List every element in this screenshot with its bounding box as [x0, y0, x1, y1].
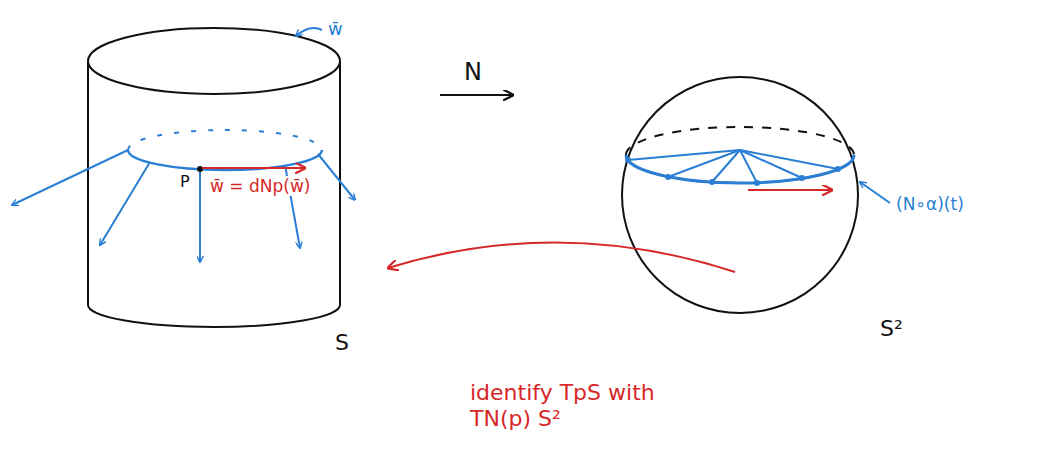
- image-curve: [626, 155, 854, 183]
- fan-dot: [799, 175, 805, 181]
- vector-label: w̄: [326, 18, 345, 40]
- normal-arrow: [199, 169, 201, 262]
- equation-label: w̄ = dNp(w̄): [208, 176, 312, 196]
- cylinder-top: [88, 28, 340, 94]
- normal-arrow: [100, 162, 150, 245]
- leader-arrow: [860, 182, 890, 203]
- fan-line: [740, 150, 802, 178]
- sphere: [622, 77, 858, 313]
- fan-line: [740, 150, 757, 183]
- identify-arrow: [388, 242, 735, 272]
- image-vector: [748, 189, 832, 191]
- curve-alpha: [128, 150, 322, 170]
- fan-dot: [709, 179, 715, 185]
- fan-dot: [665, 174, 671, 180]
- fan-dot: [754, 180, 760, 186]
- equator-front: [626, 155, 854, 183]
- normal-arrow: [12, 150, 128, 205]
- surface-label: S: [333, 330, 351, 356]
- map-arrow: [440, 94, 513, 96]
- fan-dot: [835, 166, 841, 172]
- curve-label: (N∘α)(t): [894, 194, 966, 214]
- fan-dot: [625, 157, 631, 163]
- leader-arrow: [296, 28, 322, 36]
- fan-dots: [625, 157, 841, 186]
- cylinder-side: [87, 61, 89, 305]
- cylinder-bottom: [88, 305, 340, 327]
- curve-back: [128, 130, 322, 150]
- normal-vectors: [12, 150, 355, 262]
- normal-arrow: [318, 154, 355, 200]
- cylinder: [88, 28, 340, 327]
- point-label: P: [178, 172, 192, 191]
- sphere-label: S²: [878, 316, 905, 342]
- normal-fan: [628, 150, 838, 183]
- fan-line: [712, 150, 740, 182]
- map-label: N: [462, 58, 484, 87]
- tangent-vector: [202, 167, 305, 169]
- note-label: identify TpS with TN(p) S²: [468, 380, 672, 433]
- fan-line: [628, 150, 740, 160]
- fan-line: [740, 150, 838, 169]
